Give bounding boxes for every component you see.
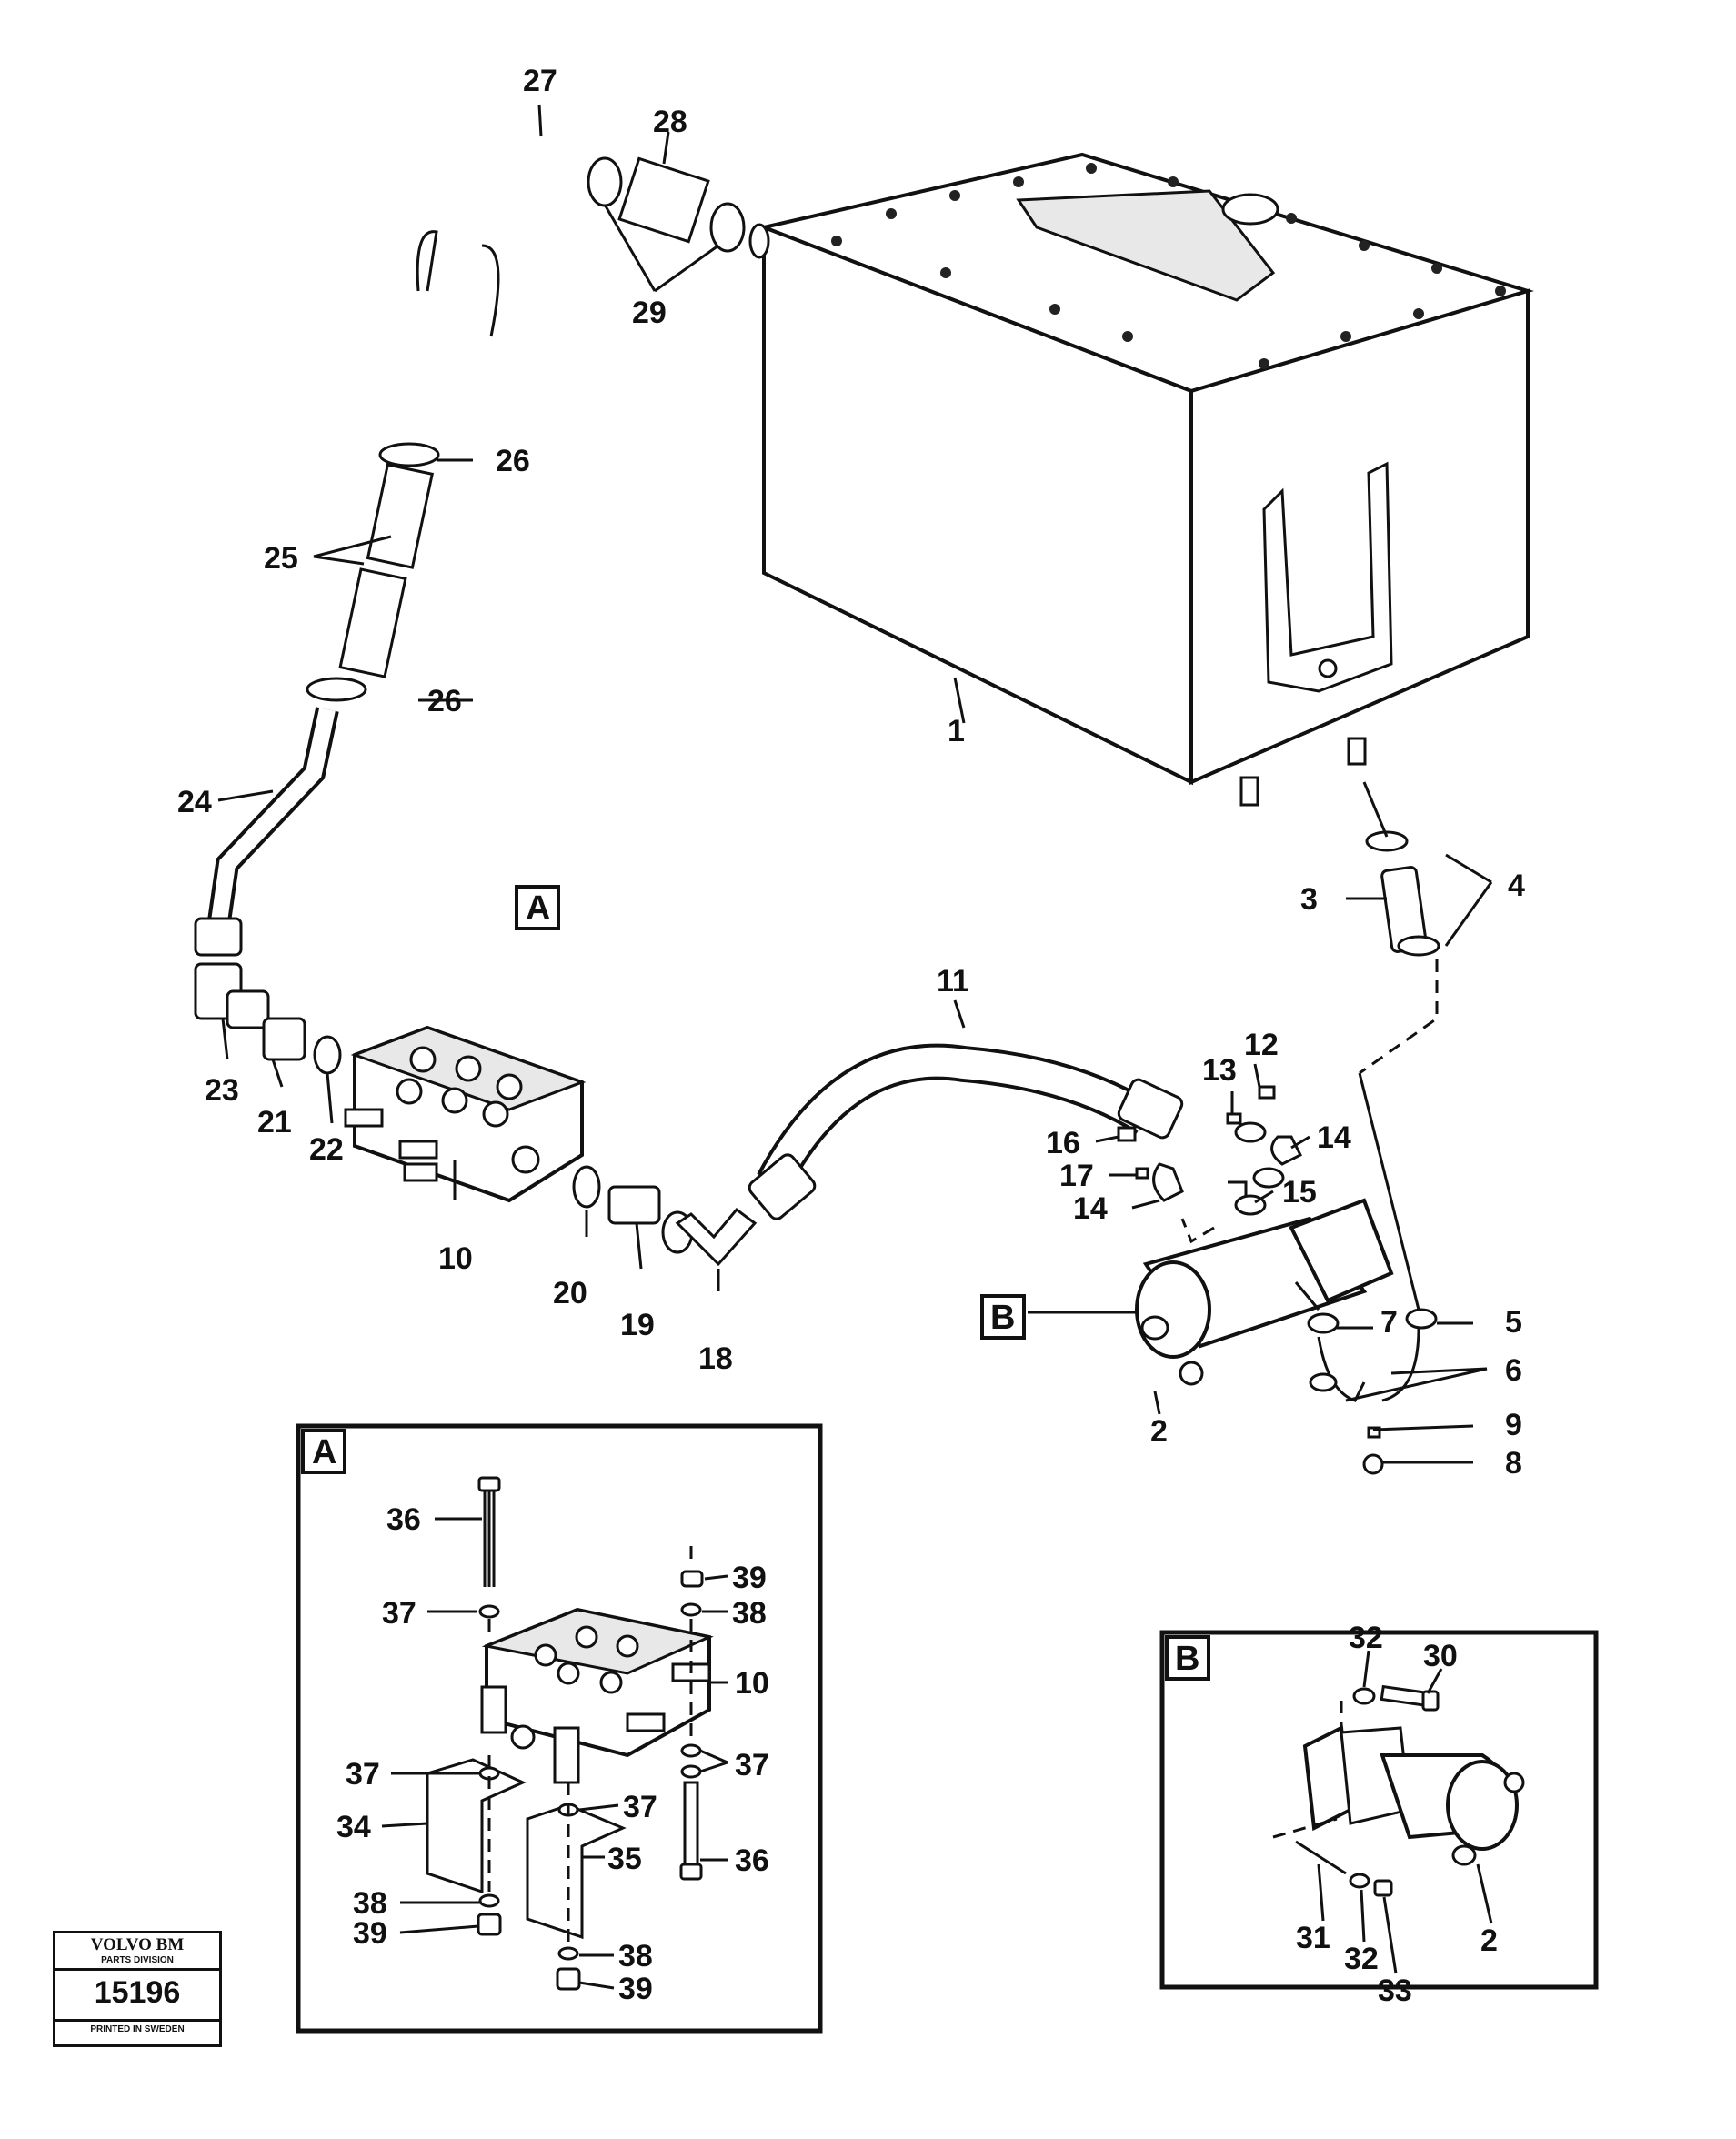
- callout-8: 8: [1505, 1446, 1522, 1481]
- return-pipe-assembly: [416, 126, 770, 457]
- detail-b-tag: B: [1175, 1640, 1199, 1678]
- callout-1: 1: [948, 714, 965, 748]
- callout-24: 24: [177, 785, 212, 819]
- detail-b: B 32 30 31 32 33 2: [1159, 1621, 1599, 2008]
- callout-26b: 26: [427, 684, 462, 718]
- hydraulic-tank: [758, 152, 1534, 807]
- ref-tag-b: B: [980, 1294, 1026, 1340]
- callout-26a: 26: [496, 444, 530, 478]
- callout-38b: 38: [353, 1886, 387, 1921]
- callout-34: 34: [336, 1810, 371, 1844]
- svg-text:A: A: [526, 889, 550, 928]
- callout-23: 23: [205, 1073, 239, 1108]
- callout-16: 16: [1046, 1126, 1080, 1160]
- svg-text:B: B: [990, 1299, 1015, 1337]
- callout-30: 30: [1423, 1639, 1458, 1673]
- callout-15: 15: [1282, 1175, 1317, 1210]
- ref-tag-a: A: [515, 885, 560, 930]
- callout-35: 35: [607, 1842, 642, 1876]
- stamp-brand: VOLVO BM: [90, 1935, 185, 1954]
- callout-14a: 14: [1317, 1120, 1351, 1155]
- stamp-footer: PRINTED IN SWEDEN: [90, 2024, 185, 2034]
- hose-25: [306, 442, 440, 702]
- callout-36a: 36: [386, 1502, 421, 1537]
- control-valve-10: [194, 962, 587, 1203]
- callout-3: 3: [1300, 882, 1318, 917]
- callout-37a: 37: [382, 1596, 416, 1631]
- callout-36b: 36: [735, 1843, 769, 1878]
- callout-2: 2: [1150, 1414, 1168, 1449]
- callout-31: 31: [1296, 1921, 1330, 1955]
- callout-2b: 2: [1480, 1923, 1498, 1958]
- pump-2: [1135, 1121, 1438, 1475]
- callout-20: 20: [553, 1276, 587, 1311]
- callout-37c: 37: [346, 1757, 380, 1792]
- callout-5: 5: [1505, 1305, 1522, 1340]
- callout-10: 10: [438, 1241, 473, 1276]
- leader-lines: [217, 104, 1493, 1464]
- callout-7: 7: [1380, 1305, 1398, 1340]
- callout-10a: 10: [735, 1666, 769, 1701]
- pipe-24: [194, 707, 339, 957]
- callout-6: 6: [1505, 1353, 1522, 1388]
- fittings-18-20: [572, 1165, 758, 1267]
- callout-12: 12: [1244, 1028, 1279, 1062]
- callout-22: 22: [309, 1132, 344, 1167]
- callout-17: 17: [1059, 1159, 1094, 1193]
- callout-32a: 32: [1349, 1621, 1383, 1655]
- callout-38a: 38: [732, 1596, 767, 1631]
- hose-11: [748, 1043, 1184, 1220]
- detail-a: A: [296, 1423, 823, 2034]
- callout-9: 9: [1505, 1408, 1522, 1442]
- callout-39c: 39: [618, 1972, 653, 2006]
- callout-27: 27: [523, 64, 557, 98]
- stamp-division: PARTS DIVISION: [55, 1955, 219, 1971]
- callout-39b: 39: [353, 1916, 387, 1951]
- callout-labels: 1 2 3 4 5 6 7 8 9 10 11 12 13 14 14 15 1…: [177, 64, 1525, 1481]
- callout-33: 33: [1378, 1973, 1412, 2008]
- callout-32b: 32: [1344, 1942, 1379, 1976]
- callout-11: 11: [937, 964, 969, 999]
- callout-37d: 37: [623, 1790, 657, 1824]
- suction-hose-3: [1180, 781, 1440, 1311]
- callout-39a: 39: [732, 1561, 767, 1595]
- callout-38c: 38: [618, 1939, 653, 1973]
- callout-13: 13: [1202, 1053, 1237, 1088]
- stamp-number: 15196: [55, 1975, 219, 2022]
- callout-29: 29: [632, 296, 667, 330]
- parts-division-stamp: VOLVO BM PARTS DIVISION 15196 PRINTED IN…: [53, 1931, 222, 2047]
- callout-28: 28: [653, 105, 687, 139]
- callout-21: 21: [257, 1105, 292, 1140]
- detail-a-tag: A: [312, 1433, 336, 1471]
- callout-18: 18: [698, 1341, 733, 1376]
- callout-37b: 37: [735, 1748, 769, 1782]
- callout-25: 25: [264, 541, 298, 576]
- callout-4: 4: [1508, 869, 1525, 903]
- callout-19: 19: [620, 1308, 655, 1342]
- callout-14b: 14: [1073, 1191, 1108, 1226]
